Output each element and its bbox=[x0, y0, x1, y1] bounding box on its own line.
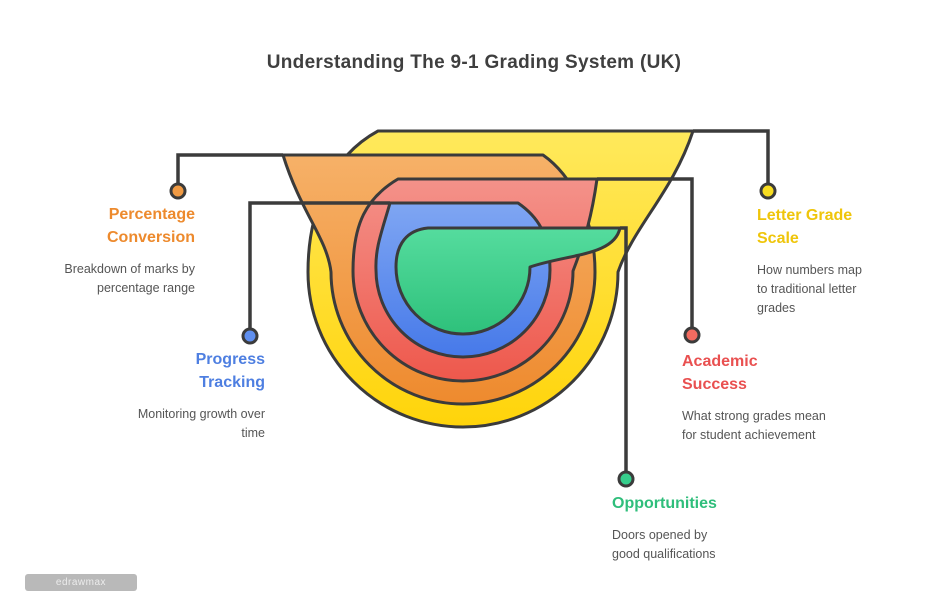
letter-grade-scale-dot bbox=[759, 182, 777, 200]
desc-line: How numbers map bbox=[757, 263, 862, 278]
progress-tracking-title: Progress Tracking bbox=[195, 351, 265, 392]
percentage-conversion-dot bbox=[169, 182, 187, 200]
academic-success-title: Academic Success bbox=[682, 353, 758, 394]
connector-opportunities bbox=[620, 226, 628, 479]
letter-grade-scale-title: Letter Grade Scale bbox=[757, 207, 853, 248]
label-letter-grade-scale: Letter Grade Scale How numbers map to tr… bbox=[757, 204, 922, 318]
desc-line: to traditional letter bbox=[757, 282, 857, 297]
letter-grade-scale-desc: How numbers map to traditional letter gr… bbox=[757, 261, 922, 317]
desc-line: percentage range bbox=[97, 281, 195, 296]
opportunities-title: Opportunities bbox=[612, 495, 717, 512]
academic-success-dot bbox=[683, 326, 701, 344]
label-opportunities: Opportunities Doors opened by good quali… bbox=[612, 492, 787, 564]
desc-line: Doors opened by bbox=[612, 528, 708, 543]
percentage-conversion-title: Percentage Conversion bbox=[106, 206, 195, 247]
academic-success-desc: What strong grades mean for student achi… bbox=[682, 407, 852, 445]
opportunities-desc: Doors opened by good qualifications bbox=[612, 526, 787, 564]
desc-line: time bbox=[241, 426, 265, 441]
layer-opportunities bbox=[394, 226, 622, 336]
progress-tracking-dot bbox=[241, 327, 259, 345]
watermark: edrawmax bbox=[25, 574, 137, 591]
desc-line: good qualifications bbox=[612, 546, 716, 561]
progress-tracking-desc: Monitoring growth over time bbox=[95, 405, 265, 443]
desc-line: What strong grades mean bbox=[682, 409, 826, 424]
opportunities-dot bbox=[617, 470, 635, 488]
label-percentage-conversion: Percentage Conversion Breakdown of marks… bbox=[25, 203, 195, 298]
desc-line: Monitoring growth over bbox=[137, 407, 265, 422]
desc-line: grades bbox=[757, 300, 796, 315]
connector-academic-success bbox=[597, 177, 694, 335]
connector-letter-grade-scale bbox=[693, 129, 770, 191]
label-academic-success: Academic Success What strong grades mean… bbox=[682, 350, 852, 445]
percentage-conversion-desc: Breakdown of marks by percentage range bbox=[25, 260, 195, 298]
connector-percentage-conversion bbox=[176, 153, 283, 191]
label-progress-tracking: Progress Tracking Monitoring growth over… bbox=[95, 348, 265, 443]
connector-progress-tracking bbox=[248, 201, 390, 336]
desc-line: for student achievement bbox=[682, 428, 816, 443]
desc-line: Breakdown of marks by bbox=[64, 262, 195, 277]
diagram-title: Understanding The 9-1 Grading System (UK… bbox=[266, 52, 682, 73]
